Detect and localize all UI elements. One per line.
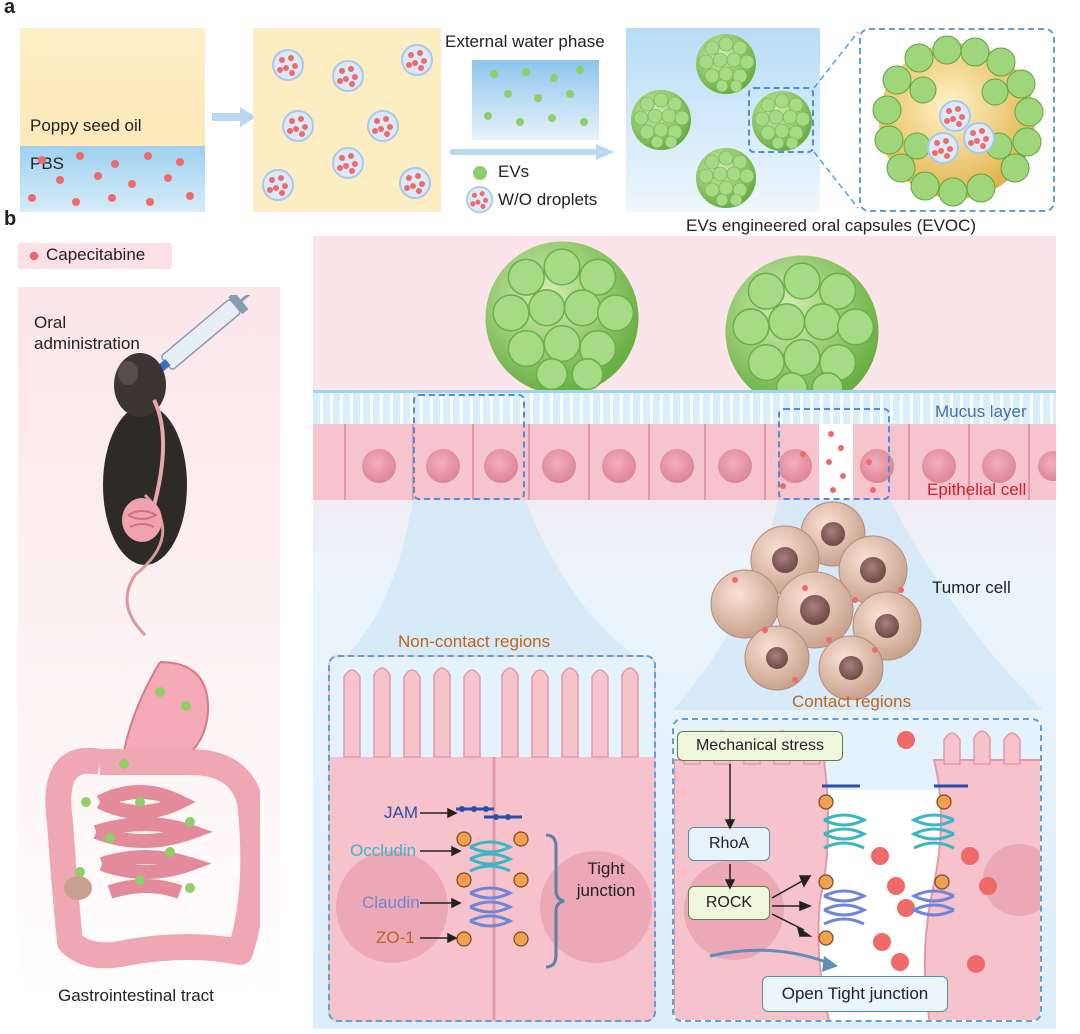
mechanical-stress-box: Mechanical stress	[677, 731, 843, 761]
legend-evs: EVs	[498, 162, 530, 181]
tumor-cluster	[710, 501, 922, 700]
tight-junction-proteins	[420, 806, 565, 969]
epithelial-cells	[313, 424, 1056, 500]
evoc-zoom-box	[859, 28, 1055, 212]
open-tight-junction-box: Open Tight junction	[762, 976, 948, 1012]
jam-label: JAM	[384, 803, 418, 822]
external-water-evs	[484, 66, 588, 126]
mouse-illustration	[103, 295, 250, 637]
tumor-cell-label: Tumor cell	[932, 578, 1011, 597]
panel-b-letter: b	[4, 208, 17, 230]
zoom-lines-a	[813, 31, 859, 209]
contact-selector	[778, 408, 890, 500]
gi-tract-illustration	[45, 661, 260, 969]
capecitabine-legend-box	[18, 243, 172, 269]
evoc-zoom-selector	[748, 87, 814, 153]
wo-legend-icon	[466, 186, 494, 214]
arrow-right-1	[212, 107, 256, 127]
occludin-label: Occludin	[350, 841, 417, 860]
evoc-zoom-capsule	[872, 35, 1044, 207]
oil-label: Poppy seed oil	[30, 116, 142, 135]
mucus-layer-label: Mucus layer	[935, 402, 1027, 421]
legend-wo: W/O droplets	[498, 190, 598, 209]
noncontact-selector	[413, 394, 525, 500]
evoc-caption: EVs engineered oral capsules (EVOC)	[686, 216, 977, 235]
rock-box: ROCK	[688, 886, 770, 920]
panel-a-letter: a	[4, 0, 16, 18]
pbs-drug-dots	[28, 152, 194, 206]
non-contact-label: Non-contact regions	[398, 632, 551, 651]
ev-legend-icon	[473, 166, 487, 180]
tight-junction-label: Tight junction	[576, 859, 636, 900]
oil-pbs-container	[20, 28, 205, 212]
external-water-label: External water phase	[445, 32, 605, 51]
wo-droplets	[262, 44, 433, 201]
capecitabine-legend: Capecitabine	[46, 245, 146, 264]
noncontact-zoom-content	[330, 657, 654, 1020]
zo1-label: ZO-1	[376, 928, 415, 947]
capecitabine-icon	[28, 250, 40, 262]
noncontact-zoom-box	[328, 655, 656, 1022]
claudin-label: Claudin	[362, 893, 420, 912]
gi-tract-label: Gastrointestinal tract	[58, 986, 214, 1005]
rhoa-box: RhoA	[688, 827, 770, 861]
oral-admin-label: Oral administration	[34, 313, 140, 353]
arrow-right-2	[450, 144, 614, 160]
epithelial-cell-label: Epithelial cell	[927, 480, 1027, 499]
signal-arrows	[724, 764, 812, 937]
contact-label: Contact regions	[792, 692, 912, 711]
